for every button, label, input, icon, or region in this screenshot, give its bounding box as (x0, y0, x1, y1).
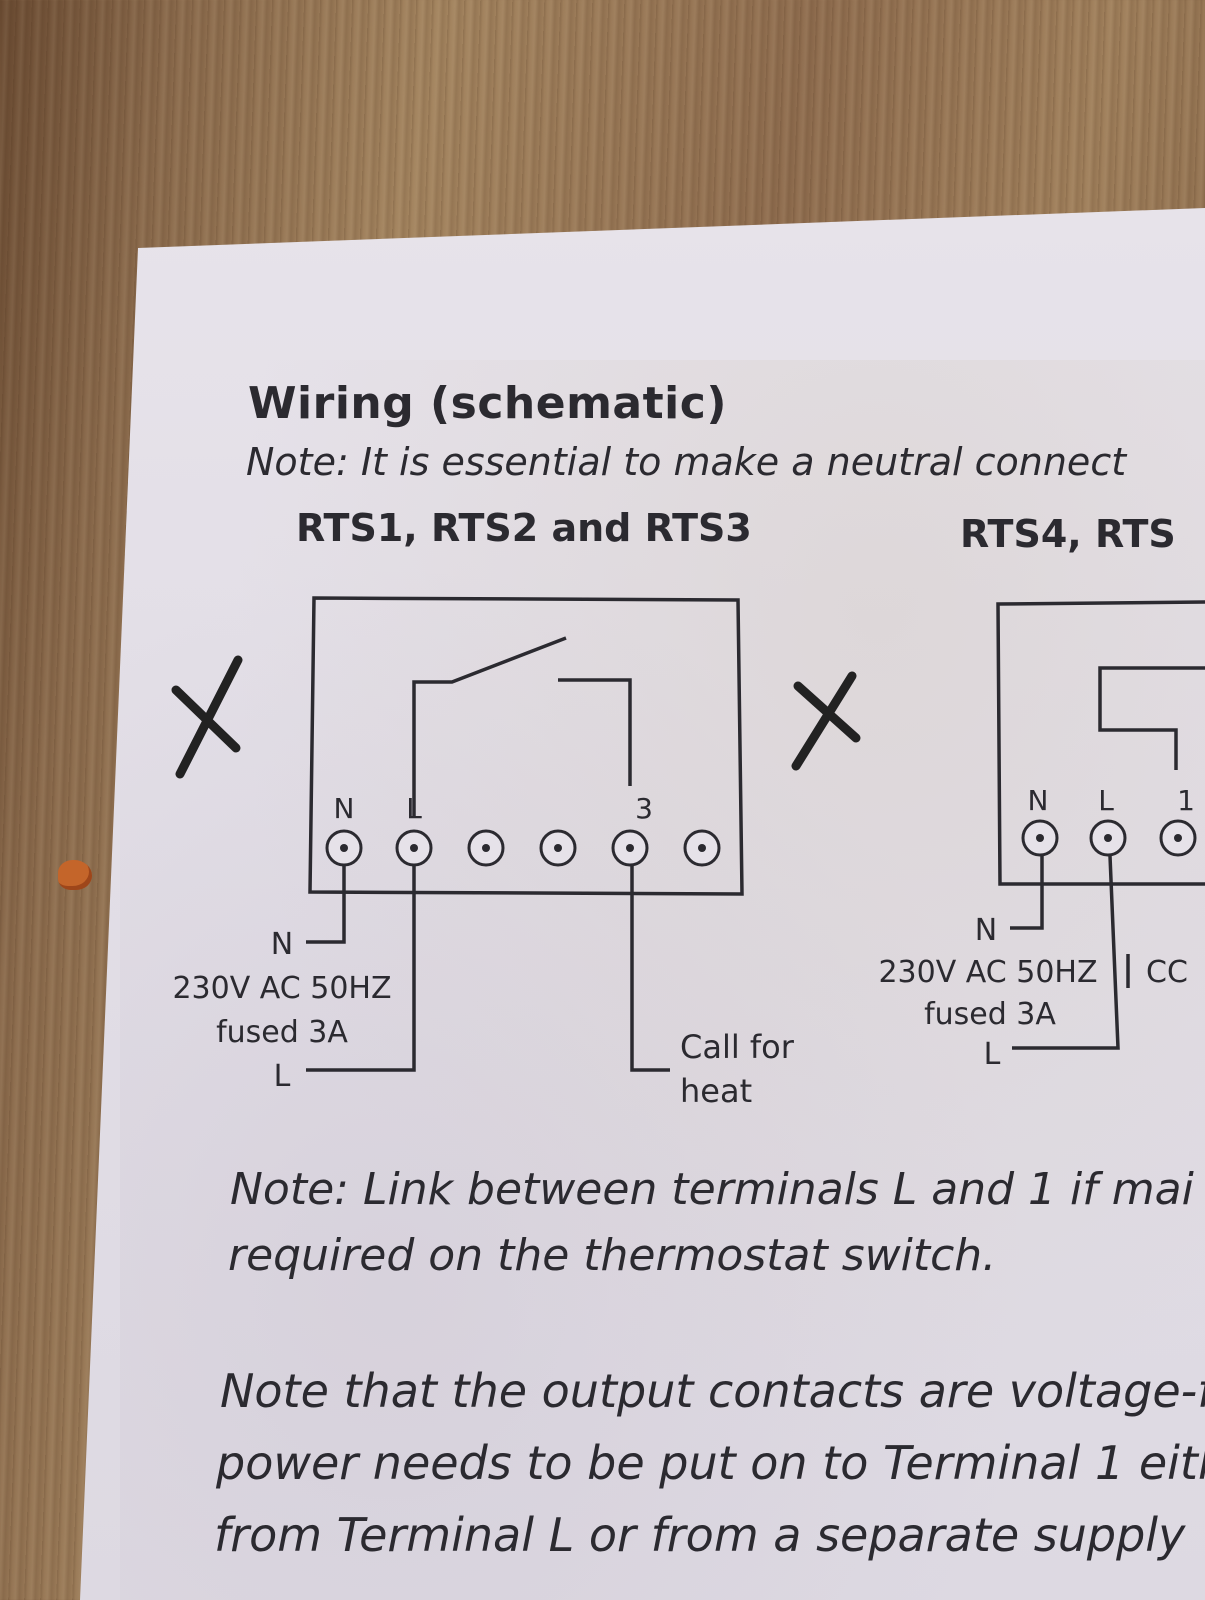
call-for-heat-label-2: heat (680, 1072, 752, 1110)
food-crumb (58, 860, 92, 890)
neutral-note: Note: It is essential to make a neutral … (246, 440, 1127, 484)
right-terminal-label-1: 1 (1177, 784, 1195, 817)
right-terminal-block (1021, 819, 1197, 857)
left-terminal-block (325, 829, 721, 867)
neutral-wire (306, 866, 346, 944)
section-title: Wiring (schematic) (248, 378, 727, 429)
switch-contact-3 (558, 678, 632, 786)
left-thermostat-enclosure (308, 596, 744, 896)
right-neutral-label: N (975, 913, 997, 948)
right-live-wire (1012, 855, 1120, 1050)
right-terminal-label-l: L (1098, 784, 1114, 817)
left-diagram-heading: RTS1, RTS2 and RTS3 (296, 506, 752, 550)
neutral-label: N (271, 927, 293, 962)
link-note-line-2: required on the thermostat switch. (228, 1230, 997, 1281)
supply-fuse-label: fused 3A (216, 1015, 348, 1050)
right-supply-fuse-label: fused 3A (924, 997, 1056, 1032)
live-wire (306, 866, 416, 1072)
output-note-line-3: from Terminal L or from a separate suppl… (214, 1508, 1186, 1562)
terminal-label-3: 3 (635, 792, 653, 825)
right-diagram-heading: RTS4, RTS (960, 512, 1176, 556)
output-note-line-2: power needs to be put on to Terminal 1 e… (216, 1436, 1205, 1490)
right-neutral-wire (1010, 856, 1044, 930)
link-note-line-1: Note: Link between terminals L and 1 if … (230, 1164, 1194, 1215)
right-thermostat-enclosure (996, 600, 1205, 886)
call-for-heat-wire (630, 866, 670, 1072)
live-label: L (274, 1059, 291, 1094)
right-live-label: L (984, 1037, 1001, 1072)
right-terminal-label-n: N (1028, 784, 1049, 817)
right-supply-voltage-label: 230V AC 50HZ (878, 955, 1097, 990)
terminal-label-n: N (334, 792, 355, 825)
supply-voltage-label: 230V AC 50HZ (172, 971, 391, 1006)
call-for-heat-label-1: Call for (680, 1028, 795, 1066)
switch-contact-l (412, 636, 567, 818)
cross-mark-left (171, 655, 243, 779)
cross-mark-right (791, 671, 861, 771)
right-switch-contact (1098, 666, 1205, 770)
terminal-label-l: L (406, 792, 422, 825)
right-extra-label: CC (1146, 955, 1188, 990)
output-note-line-1: Note that the output contacts are voltag… (220, 1364, 1205, 1418)
